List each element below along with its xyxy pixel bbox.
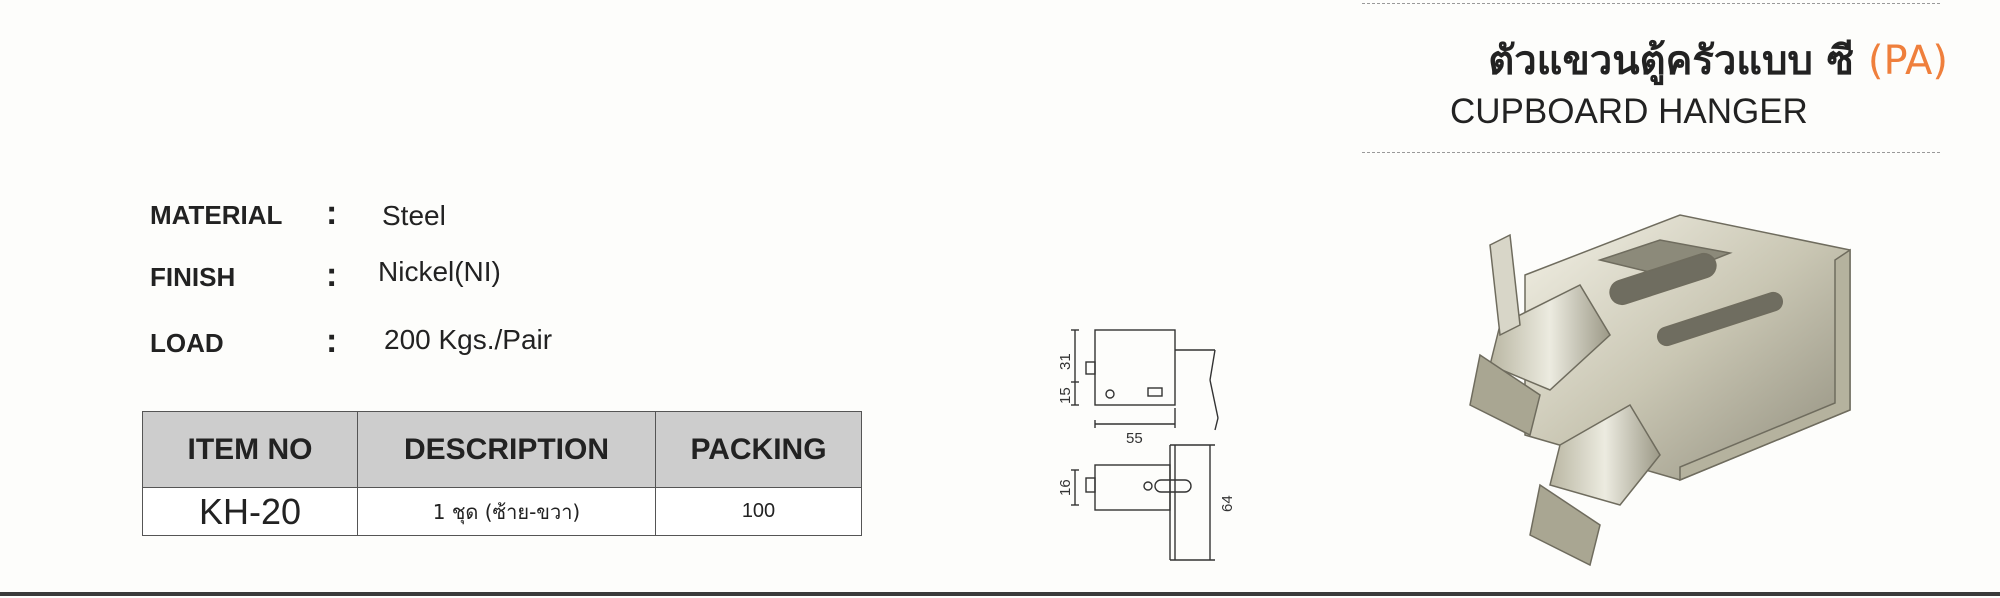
cell-packing: 100 (655, 487, 862, 536)
spec-separator: : (326, 322, 338, 360)
spec-value: Steel (382, 200, 446, 231)
cell-item-no: KH-20 (142, 487, 358, 536)
table-row: KH-20 1 ชุด (ซ้าย-ขวา) 100 (142, 487, 862, 536)
spec-separator: : (326, 256, 338, 294)
spec-label: LOAD (150, 328, 224, 358)
technical-drawing: 31 15 55 16 64 (1057, 329, 1236, 561)
spec-separator: : (326, 194, 338, 232)
column-header-description: DESCRIPTION (357, 411, 656, 488)
dim-height-top: 31 (1057, 353, 1074, 370)
item-table: ITEM NO DESCRIPTION PACKING KH-20 1 ชุด … (142, 411, 862, 536)
dim-width: 55 (1126, 430, 1143, 447)
table-header-row: ITEM NO DESCRIPTION PACKING (142, 411, 862, 488)
dim-side-height: 64 (1219, 495, 1236, 512)
product-title-thai: ตัวแขวนตู้ครัวแบบ ซี (PA) (1488, 38, 1948, 84)
column-header-packing: PACKING (655, 411, 862, 488)
product-photo (1469, 214, 1851, 567)
top-divider (1362, 3, 1940, 4)
spec-label: FINISH (150, 262, 236, 292)
dim-height-bottom: 15 (1057, 387, 1074, 404)
column-header-item-no: ITEM NO (142, 411, 358, 488)
header-divider (1362, 152, 1940, 153)
dim-side-small: 16 (1057, 479, 1074, 496)
spec-value: 200 Kgs./Pair (384, 324, 553, 355)
product-title-english: CUPBOARD HANGER (1450, 92, 1808, 131)
cell-description: 1 ชุด (ซ้าย-ขวา) (357, 487, 656, 536)
bottom-divider (0, 592, 2000, 596)
spec-label: MATERIAL (150, 200, 283, 230)
spec-value: Nickel(NI) (378, 256, 501, 287)
product-code: (PA) (1867, 38, 1948, 84)
